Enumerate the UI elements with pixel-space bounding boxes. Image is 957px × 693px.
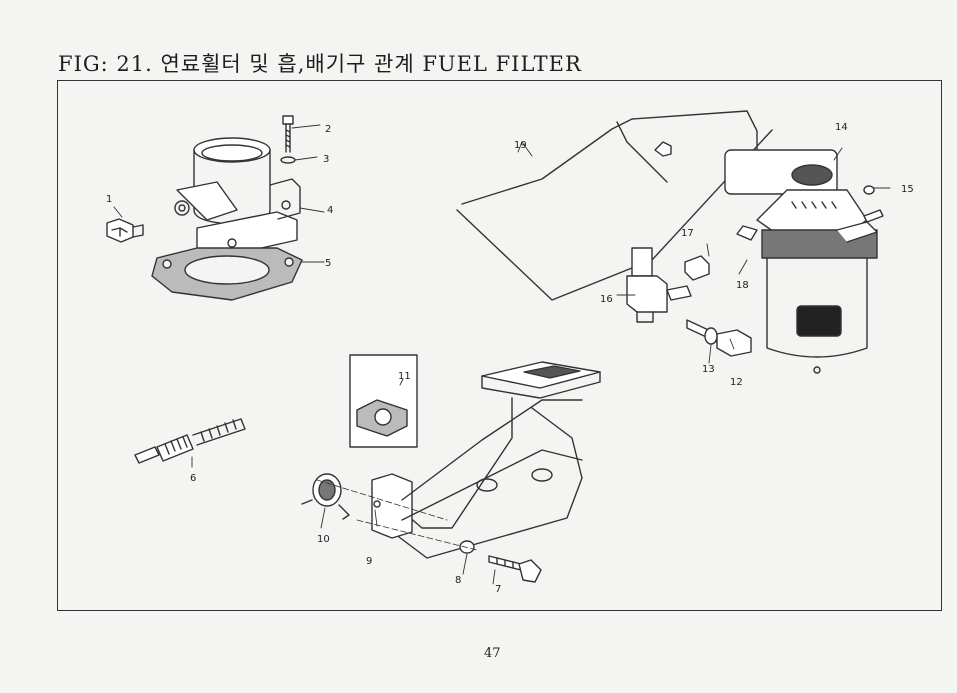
part-gasket-11 [349, 354, 418, 448]
part-fitting-16 [626, 247, 692, 323]
callout-labels: 1 2 3 4 5 6 7 8 9 10 11 12 13 14 15 16 1… [106, 122, 914, 595]
callout-3: 3 [323, 154, 329, 165]
callout-10: 10 [317, 534, 330, 545]
part-intake-adapter-4 [174, 137, 301, 259]
callout-16: 16 [600, 294, 613, 305]
part-gasket-5 [151, 247, 303, 301]
callout-6: 6 [190, 473, 196, 484]
callout-9: 9 [366, 556, 372, 567]
callout-4: 4 [327, 205, 333, 216]
part-plug-1 [106, 218, 144, 243]
part-washer-13 [704, 327, 718, 345]
part-screw-15 [863, 185, 884, 223]
part-washer-3 [280, 156, 296, 164]
callout-2: 2 [325, 124, 331, 135]
part-banjo-bolt-12 [686, 319, 752, 357]
callout-15: 15 [901, 184, 914, 195]
callout-7: 7 [495, 584, 501, 595]
callout-12: 12 [730, 377, 743, 388]
part-fuel-pipe-19 [456, 110, 773, 301]
callout-11: 11 [398, 371, 411, 382]
page-number: 47 [484, 646, 501, 661]
part-fuel-filter-14 [724, 149, 878, 374]
figure-title: FIG: 21. 연료휠터 및 흡,배기구 관계 FUEL FILTER [58, 52, 582, 76]
part-clamp-10 [301, 473, 350, 520]
parts-diagram: 1 2 3 4 5 6 7 8 9 10 11 12 13 14 15 16 1… [106, 110, 914, 595]
part-exhaust-manifold-9 [371, 361, 601, 559]
part-bolt-2 [282, 115, 294, 153]
part-washer-8 [459, 540, 475, 554]
callout-18: 18 [736, 280, 749, 291]
callout-1: 1 [106, 194, 112, 205]
callout-5: 5 [325, 258, 331, 269]
part-nut-17 [684, 255, 710, 281]
callout-8: 8 [455, 575, 461, 586]
callout-13: 13 [702, 364, 715, 375]
callout-17: 17 [681, 228, 694, 239]
part-glow-plug-6 [134, 418, 246, 464]
callout-19: 19 [514, 140, 527, 151]
callout-14: 14 [835, 122, 848, 133]
part-bolt-7 [488, 555, 542, 583]
figure-frame [57, 80, 942, 611]
